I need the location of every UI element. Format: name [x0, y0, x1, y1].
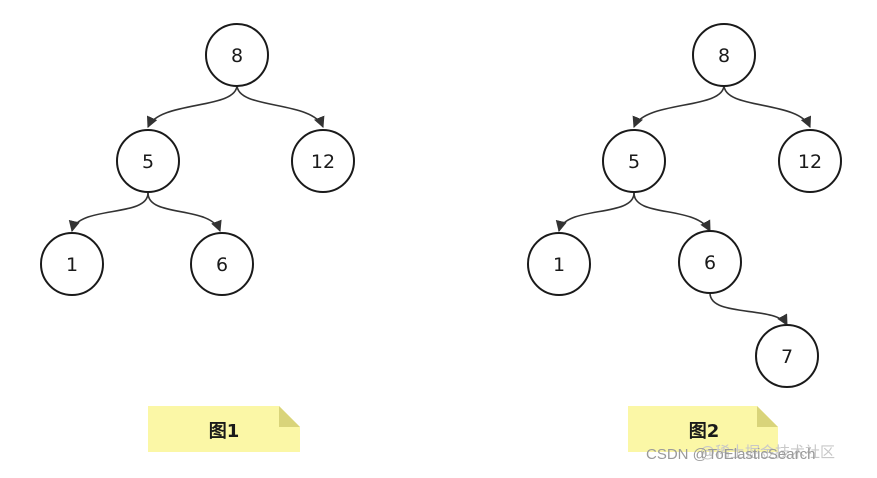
node-label: 1: [66, 254, 78, 276]
node-label: 12: [798, 151, 822, 173]
tree-node: 1: [40, 232, 104, 296]
edge-8-to-12: [236, 84, 325, 129]
node-label: 8: [231, 45, 243, 67]
edge-5-to-6: [633, 192, 711, 232]
edge-5-to-1: [68, 192, 149, 233]
node-label: 1: [553, 254, 565, 276]
tree-diagram-1: 8 5 12 1 6 图1: [40, 23, 355, 452]
caption-label: 图2: [689, 421, 720, 442]
node-label: 8: [718, 45, 730, 67]
tree-diagram-2: 8 5 12 1 6 7 图2: [527, 23, 842, 452]
node-label: 6: [216, 254, 228, 276]
caption-note: 图2: [628, 406, 778, 452]
edge-8-to-5: [632, 84, 725, 129]
tree-node: 1: [527, 232, 591, 296]
tree-node: 6: [678, 230, 742, 294]
watermark: CSDN @ToElasticSearch: [646, 446, 816, 463]
node-label: 5: [142, 151, 154, 173]
tree-node: 5: [116, 129, 180, 193]
tree-node: 5: [602, 129, 666, 193]
node-label: 5: [628, 151, 640, 173]
tree-node: 8: [692, 23, 756, 87]
edges: [555, 84, 811, 326]
tree-node: 6: [190, 232, 254, 296]
node-label: 7: [781, 346, 793, 368]
edge-6-to-7: [709, 292, 788, 326]
node-label: 6: [704, 252, 716, 274]
edge-8-to-12: [723, 84, 811, 129]
caption-note: 图1: [148, 406, 300, 452]
tree-node: 12: [291, 129, 355, 193]
tree-node: 8: [205, 23, 269, 87]
edges: [68, 84, 325, 233]
edge-5-to-1: [555, 192, 635, 233]
caption-label: 图1: [209, 421, 240, 442]
tree-node: 7: [755, 324, 819, 388]
edge-8-to-5: [147, 84, 238, 129]
node-label: 12: [311, 151, 335, 173]
watermark-overlay: @稀土掘金技术社区: [700, 443, 836, 461]
edge-5-to-6: [147, 192, 222, 233]
tree-node: 12: [778, 129, 842, 193]
